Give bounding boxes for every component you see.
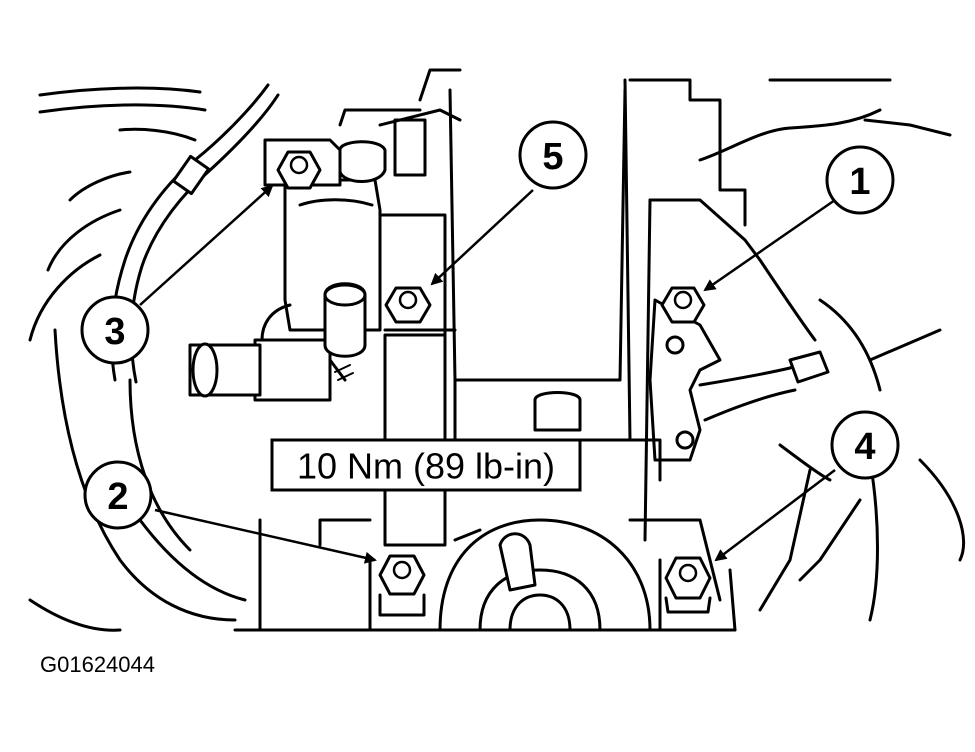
callout-5-label: 5 [542,136,563,178]
torque-spec-text: 10 Nm (89 lb-in) [297,446,555,487]
leader-4 [714,469,836,562]
callout-1: 1 [825,145,895,215]
callout-5: 5 [518,120,588,190]
callout-3-label: 3 [104,311,125,353]
leader-1 [703,198,836,292]
bolt-2-icon [378,554,426,617]
leader-2 [154,508,377,564]
callout-2-label: 2 [107,476,128,518]
bolt-4-icon [664,556,712,614]
leader-5 [430,189,534,286]
bolt-5-icon [384,286,432,324]
callout-1-label: 1 [849,161,870,203]
callout-2: 2 [83,460,153,530]
bolt-3-icon [276,150,322,190]
engine-linework [28,68,966,632]
torque-spec-label: 10 Nm (89 lb-in) [270,438,582,492]
leader-3 [139,184,274,306]
callout-4: 4 [830,410,900,480]
bolt-1-icon [660,286,706,324]
figure-id: G01624044 [40,652,155,677]
callout-3: 3 [80,295,150,365]
callout-4-label: 4 [854,426,875,468]
